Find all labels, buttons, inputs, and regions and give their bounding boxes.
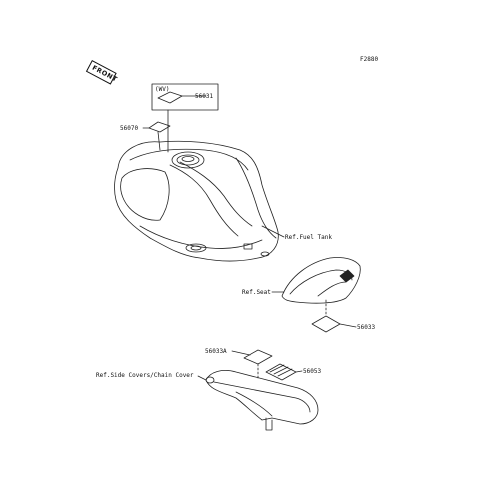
chain-cover-edge (213, 381, 311, 413)
fuel-tank-ridge (129, 148, 249, 171)
market-code: (WV) (155, 86, 170, 93)
fuel-tank-body (114, 140, 279, 262)
fuel-cap-center (181, 156, 195, 162)
fuel-tank-lower-sweep (139, 225, 263, 249)
part-56033: 56033 (357, 324, 376, 331)
part-56070: 56070 (120, 125, 139, 132)
part-56053: 56053 (303, 368, 322, 375)
leader-56033 (339, 323, 357, 328)
leader-fuel-tank (261, 225, 285, 238)
figure-code: F2880 (360, 56, 379, 63)
seat-inner-line (317, 281, 347, 297)
decal-56033 (311, 315, 341, 333)
tank-rear-tab (243, 243, 253, 250)
chain-cover-rib (235, 391, 273, 417)
market-callout-box (151, 83, 219, 111)
leader-56070-tank (157, 131, 161, 151)
tank-drain-fitting (260, 251, 270, 257)
leader-56053 (295, 370, 303, 373)
decal-56053-stripe-3 (277, 368, 293, 377)
chain-cover-mount-tab (265, 417, 273, 431)
tank-rear-bracket-hole (190, 245, 202, 251)
decal-56033A (243, 349, 273, 365)
ref-fuel-tank: Ref.Fuel Tank (285, 234, 332, 241)
chain-cover-bolt (205, 376, 215, 384)
decal-56031 (157, 91, 183, 104)
chain-cover-body (205, 370, 319, 425)
decal-56070 (148, 121, 171, 133)
ref-side-covers: Ref.Side Covers/Chain Cover (96, 372, 194, 379)
fuel-cap-outer (171, 151, 205, 169)
part-56033A: 56033A (205, 348, 227, 355)
fuel-tank-side-line (235, 157, 277, 239)
fuel-cap-ring (176, 154, 200, 166)
part-56031: 56031 (195, 93, 214, 100)
leader-56033A (231, 350, 251, 356)
tank-rear-bracket (185, 243, 207, 253)
seat-label-patch (339, 269, 355, 283)
ref-seat: Ref.Seat (242, 289, 271, 296)
decal-56053-stripe-2 (273, 366, 289, 375)
fuel-tank-spine (169, 164, 239, 237)
seat-body (281, 257, 361, 304)
leader-side-covers (197, 375, 207, 381)
decal-56053-stripe-1 (269, 364, 285, 373)
fuel-tank-knee-recess (120, 168, 170, 221)
fuel-tank-spine-inner (179, 161, 253, 227)
